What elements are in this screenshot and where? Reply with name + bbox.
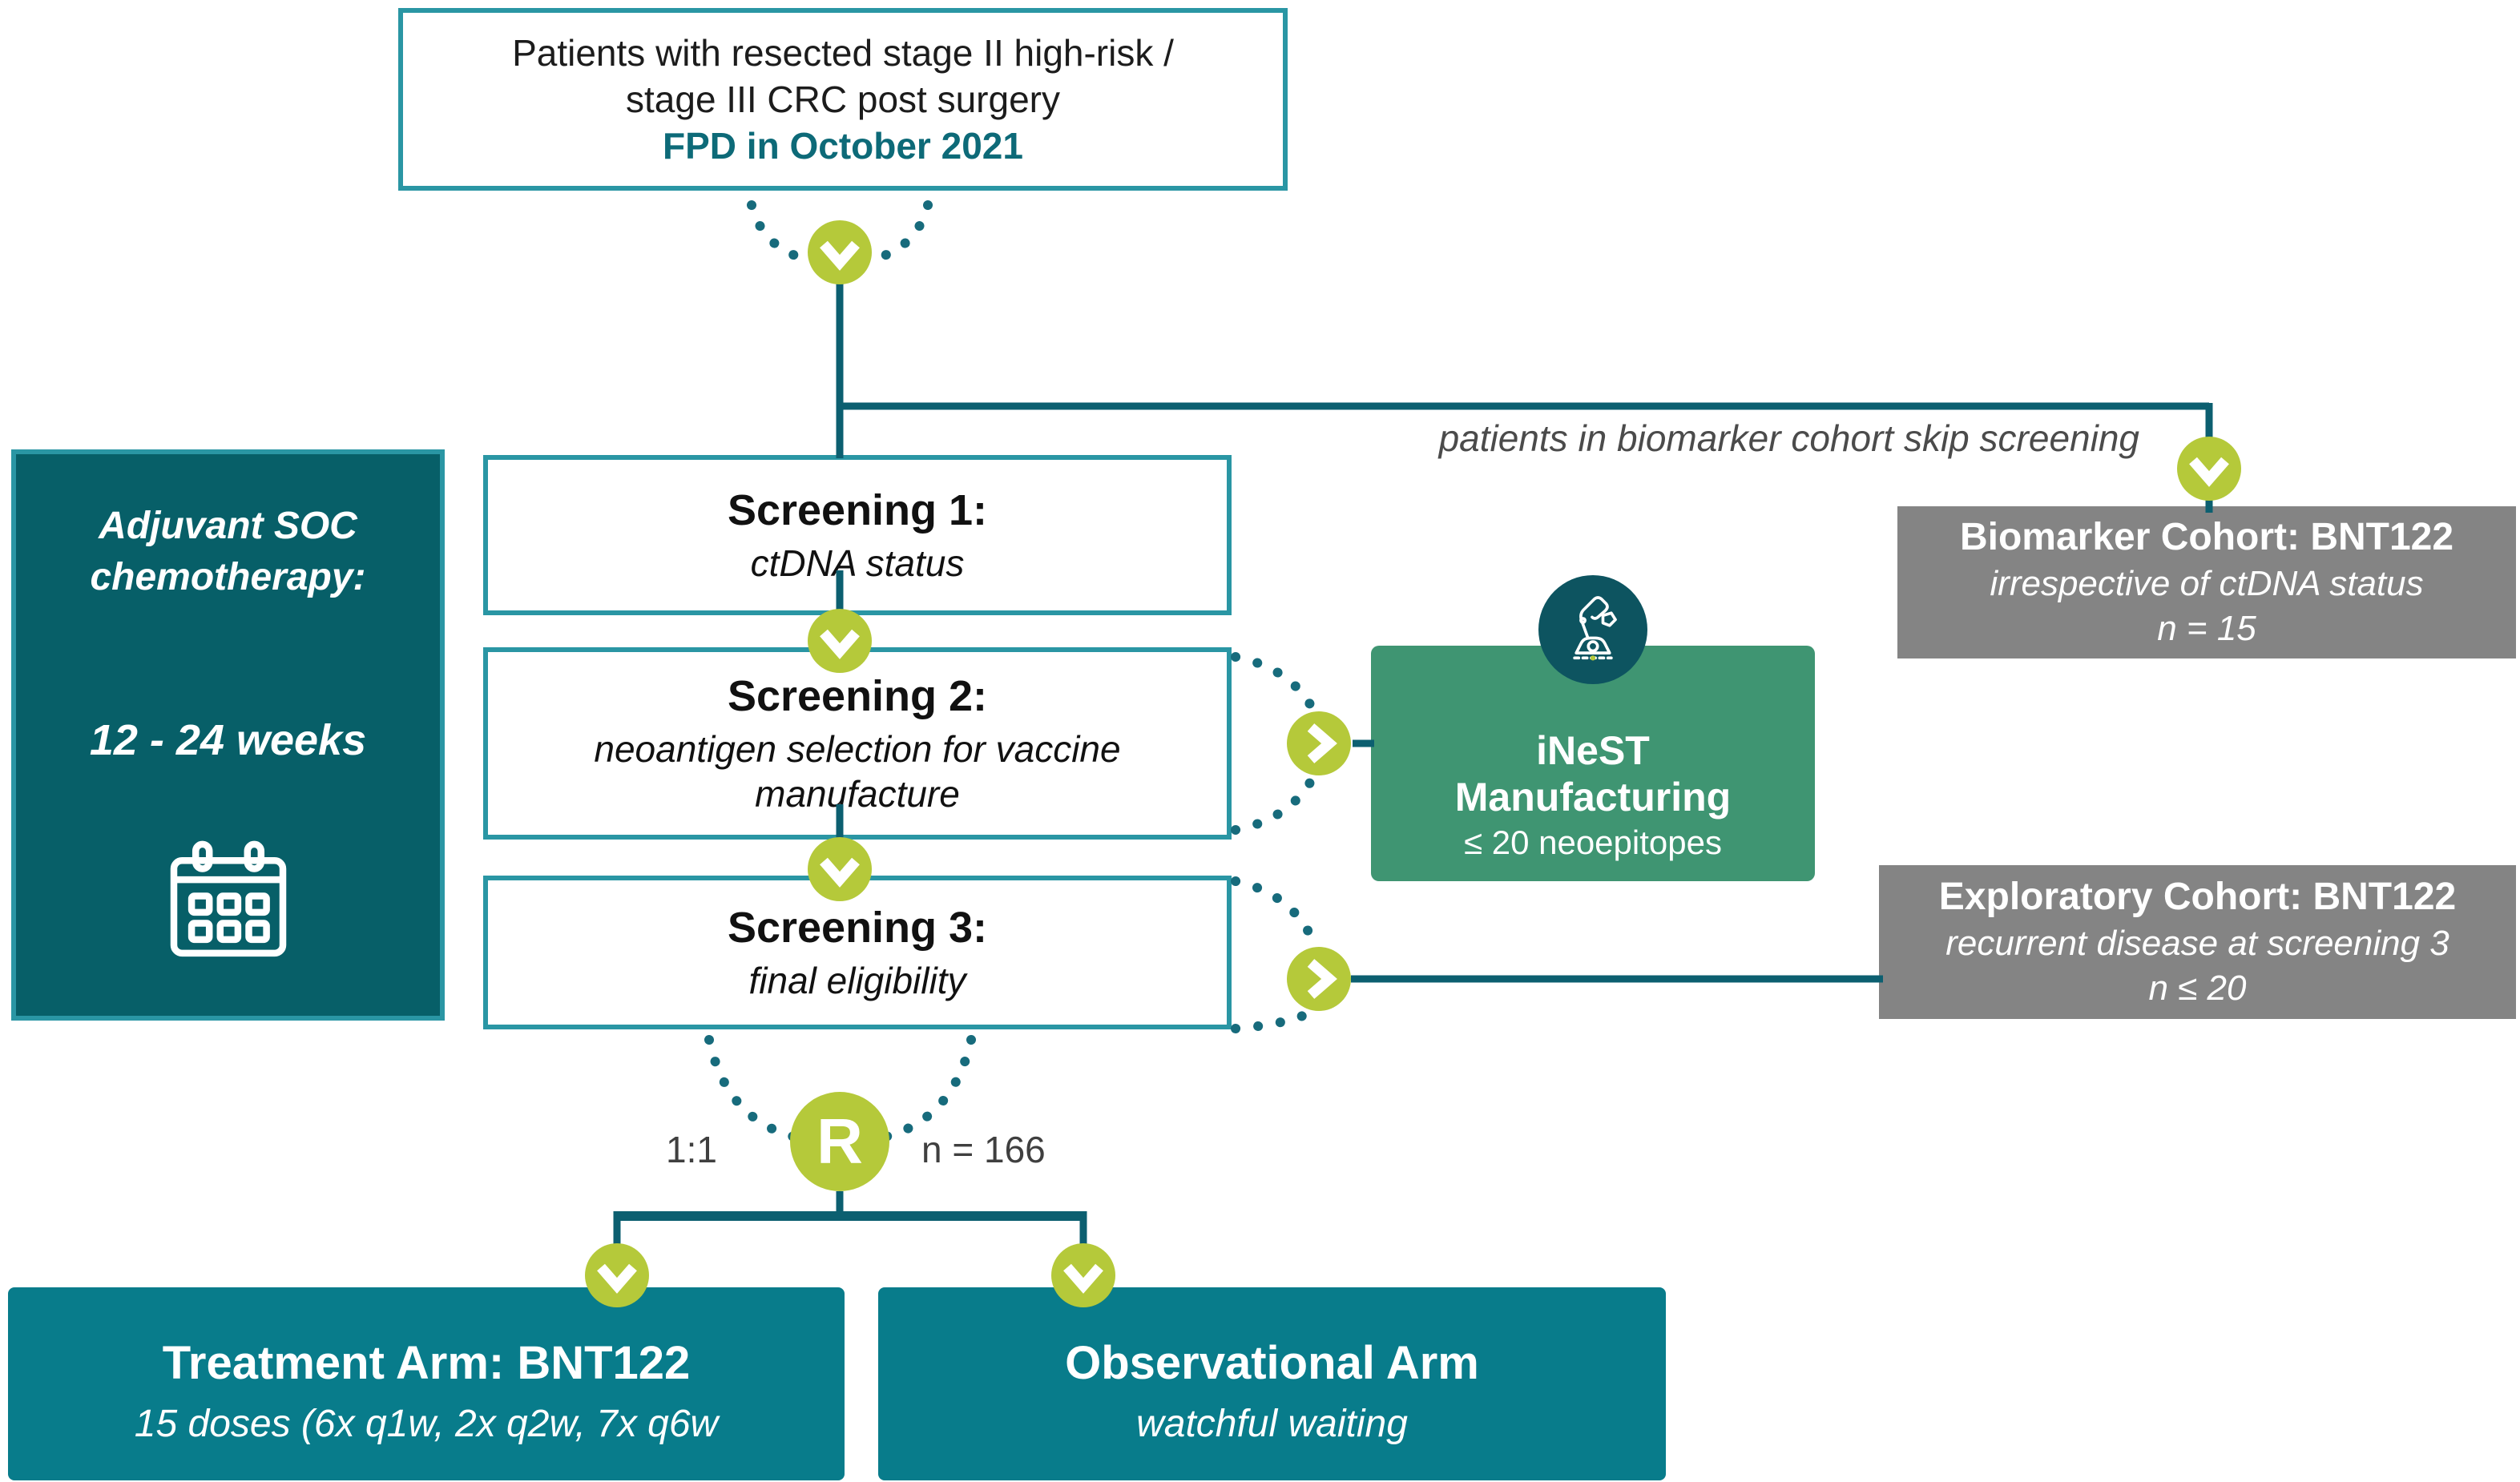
- soc-title: Adjuvant SOC chemotherapy:: [90, 501, 365, 603]
- chevron-down-icon: [808, 837, 872, 901]
- skip-screening-label: patients in biomarker cohort skip screen…: [1438, 417, 2139, 459]
- dots-screening2-lower: [1231, 771, 1319, 835]
- chevron-down-icon: [808, 609, 872, 673]
- inest-manufacturing-box: iNeST Manufacturing ≤ 20 neoepitopes: [1371, 646, 1815, 881]
- screening3-subtitle: final eligibility: [748, 960, 966, 1001]
- adjuvant-soc-box: Adjuvant SOC chemotherapy: 12 - 24 weeks: [11, 449, 445, 1021]
- treatment-arm-title: Treatment Arm: BNT122: [162, 1337, 691, 1389]
- dots-screening3-upper: [1231, 876, 1320, 952]
- chevron-down-icon: [1051, 1243, 1115, 1307]
- dots-to-r-left: [704, 1035, 809, 1144]
- soc-title-line1: Adjuvant SOC: [99, 505, 357, 547]
- screening1-title: Screening 1:: [727, 486, 988, 534]
- chevron-down-icon: [2177, 437, 2241, 501]
- robot-arm-icon: [1538, 575, 1647, 684]
- patient-population-line1: Patients with resected stage II high-ris…: [512, 32, 1174, 74]
- soc-title-line2: chemotherapy:: [90, 556, 366, 598]
- observational-arm-subtitle: watchful waiting: [1136, 1403, 1408, 1445]
- chevron-right-icon: [1287, 947, 1351, 1011]
- observational-arm-title: Observational Arm: [1065, 1337, 1479, 1389]
- exploratory-cohort-box: Exploratory Cohort: BNT122 recurrent dis…: [1879, 865, 2516, 1019]
- randomization-ratio: 1:1: [666, 1129, 717, 1170]
- screening1-box: Screening 1: ctDNA status: [483, 455, 1232, 615]
- inest-title: iNeST Manufacturing: [1455, 727, 1731, 820]
- dots-topbox-right: [867, 200, 933, 264]
- inest-note: ≤ 20 neoepitopes: [1464, 824, 1722, 861]
- treatment-arm-subtitle: 15 doses (6x q1w, 2x q2w, 7x q6w: [134, 1403, 719, 1445]
- soc-duration: 12 - 24 weeks: [89, 716, 367, 764]
- chevron-down-icon: [585, 1243, 649, 1307]
- dots-screening3-lower: [1231, 1005, 1320, 1033]
- chevron-right-icon: [1287, 711, 1351, 775]
- biomarker-cohort-box: Biomarker Cohort: BNT122 irrespective of…: [1897, 506, 2516, 658]
- dots-to-r-right: [870, 1035, 976, 1144]
- patient-population-line2: stage III CRC post surgery: [626, 79, 1060, 120]
- exploratory-title: Exploratory Cohort: BNT122: [1938, 876, 2457, 918]
- calendar-icon: [160, 839, 296, 971]
- screening3-title: Screening 3:: [727, 904, 988, 952]
- screening1-subtitle: ctDNA status: [750, 542, 965, 584]
- exploratory-n: n ≤ 20: [2148, 969, 2247, 1008]
- randomization-marker: R: [790, 1092, 889, 1191]
- biomarker-subtitle: irrespective of ctDNA status: [1990, 564, 2424, 603]
- chevron-down-icon: [808, 220, 872, 284]
- treatment-arm-box: Treatment Arm: BNT122 15 doses (6x q1w, …: [8, 1287, 845, 1480]
- screening2-box: Screening 2: neoantigen selection for va…: [483, 647, 1232, 840]
- inest-title-line2: Manufacturing: [1454, 775, 1732, 820]
- observational-arm-box: Observational Arm watchful waiting: [878, 1287, 1666, 1480]
- exploratory-subtitle: recurrent disease at screening 3: [1945, 924, 2449, 963]
- patient-population-box: Patients with resected stage II high-ris…: [398, 8, 1288, 191]
- inest-title-line1: iNeST: [1536, 728, 1650, 773]
- screening2-title: Screening 2:: [727, 672, 988, 720]
- biomarker-n: n = 15: [2157, 609, 2256, 648]
- screening3-box: Screening 3: final eligibility: [483, 876, 1232, 1029]
- screening2-subtitle: neoantigen selection for vaccine manufac…: [594, 728, 1121, 815]
- dots-topbox-left: [747, 200, 812, 264]
- fpd-date: FPD in October 2021: [663, 125, 1023, 167]
- randomization-n: n = 166: [921, 1129, 1046, 1170]
- dots-screening2-upper: [1231, 652, 1319, 716]
- biomarker-title: Biomarker Cohort: BNT122: [1959, 516, 2454, 558]
